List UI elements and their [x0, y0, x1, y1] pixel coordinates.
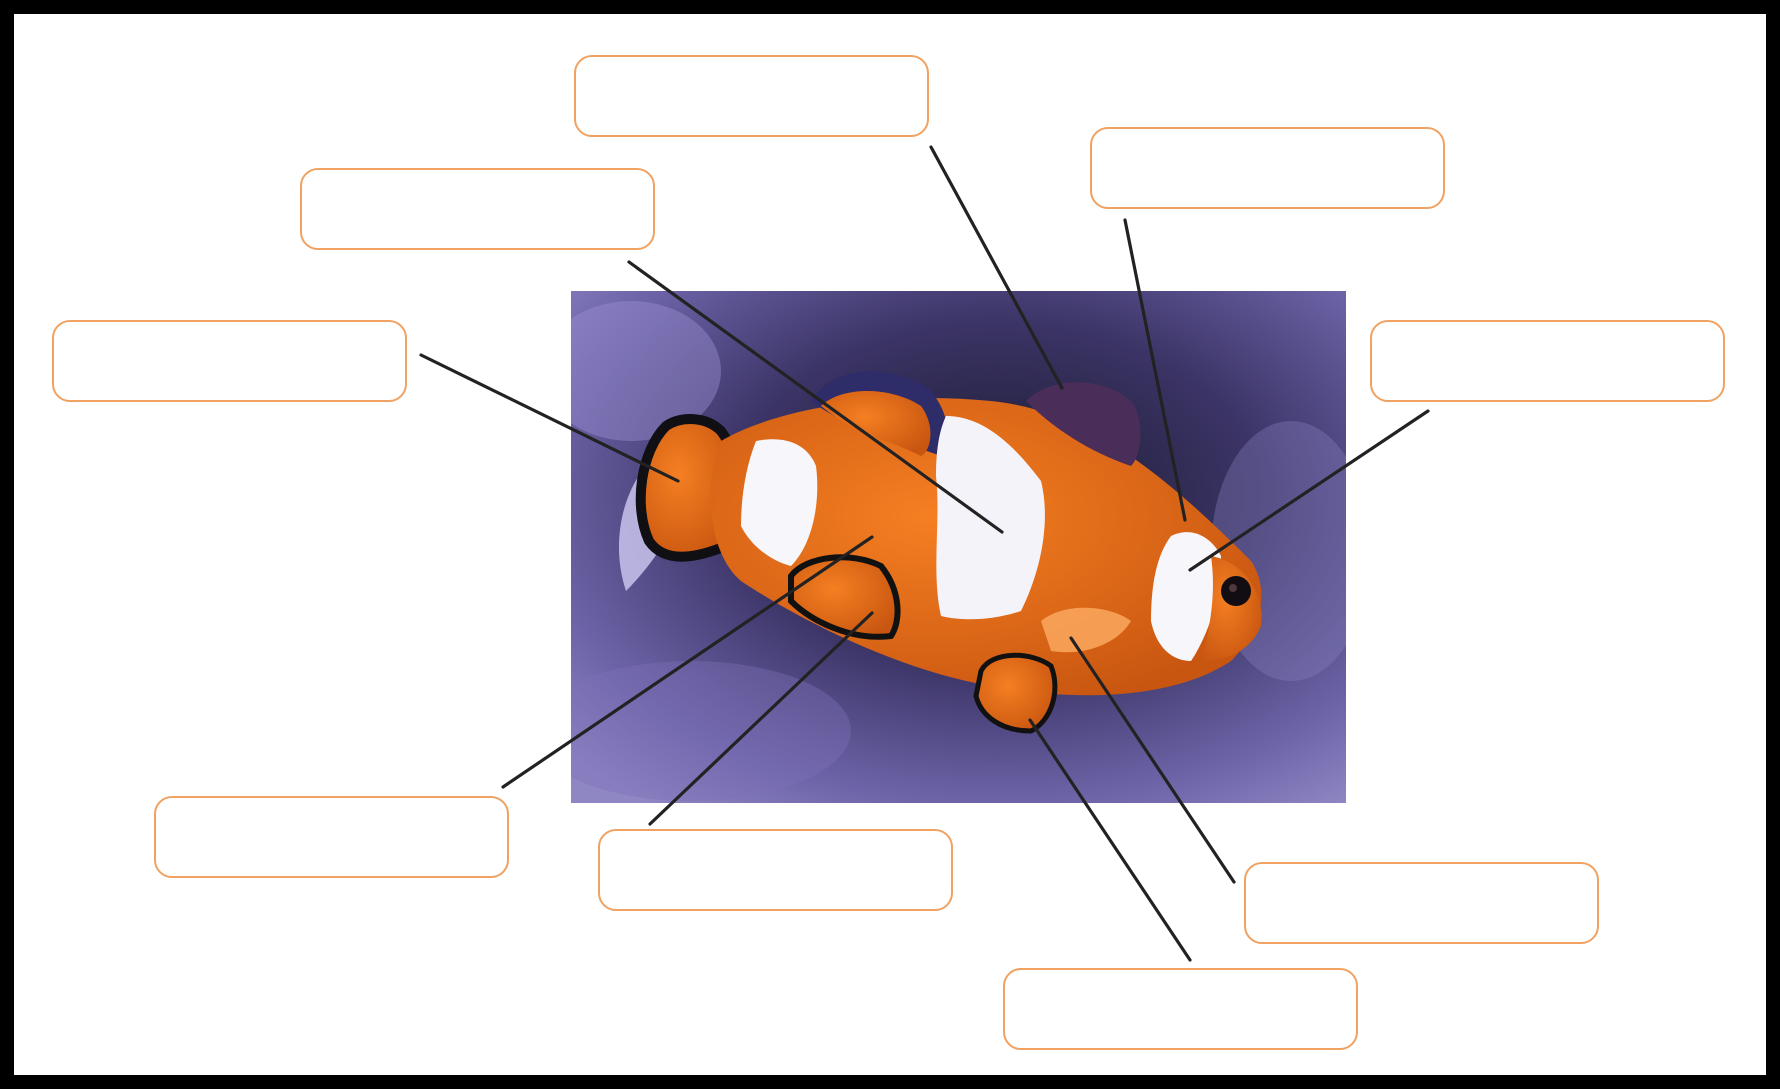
- label-box-dorsal-front[interactable]: [574, 55, 929, 137]
- label-box-mid-band[interactable]: [300, 168, 655, 250]
- label-box-pelvic-region[interactable]: [154, 796, 509, 878]
- label-box-anal-fin[interactable]: [598, 829, 953, 911]
- label-box-head-band[interactable]: [1370, 320, 1725, 402]
- clownfish-photo: [571, 291, 1346, 803]
- label-box-pectoral-fin[interactable]: [1244, 862, 1599, 944]
- label-box-dorsal-back[interactable]: [1090, 127, 1445, 209]
- label-box-pelvic-fin[interactable]: [1003, 968, 1358, 1050]
- label-box-caudal-fin[interactable]: [52, 320, 407, 402]
